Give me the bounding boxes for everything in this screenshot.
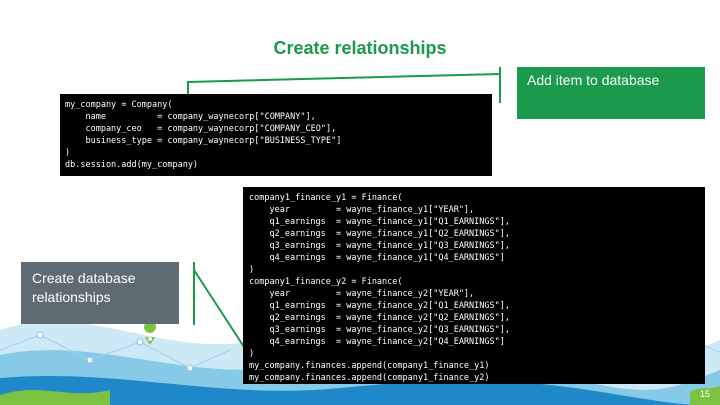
create-relationships-callout: Create database relationships (21, 262, 179, 324)
code-line: company_ceo = company_waynecorp["COMPANY… (65, 124, 337, 134)
code-line: db.session.add(my_company) (65, 160, 199, 170)
code-line: company1_finance_y1 = Finance( (249, 193, 403, 203)
code-line: q1_earnings = wayne_finance_y1["Q1_EARNI… (249, 217, 510, 227)
code-line: business_type = company_waynecorp["BUSIN… (65, 136, 342, 146)
code-line: q2_earnings = wayne_finance_y2["Q2_EARNI… (249, 313, 510, 323)
slide-number: 15 (699, 389, 710, 399)
code-line: ) (249, 265, 255, 275)
code-block-finance: company1_finance_y1 = Finance( year = wa… (243, 187, 705, 384)
code-line: name = company_waynecorp["COMPANY"], (65, 112, 316, 122)
code-line: my_company.finances.append(company1_fina… (249, 361, 490, 371)
code-line: q1_earnings = wayne_finance_y2["Q1_EARNI… (249, 301, 510, 311)
code-line: my_company = Company( (65, 100, 173, 110)
code-line: company1_finance_y2 = Finance( (249, 277, 403, 287)
slide-title: Create relationships (273, 38, 447, 58)
code-line: my_company.finances.append(company1_fina… (249, 373, 490, 383)
code-line: q4_earnings = wayne_finance_y1["Q4_EARNI… (249, 253, 505, 263)
code-line: ) (65, 148, 71, 158)
add-item-callout: Add item to database (517, 67, 705, 119)
code-line: q4_earnings = wayne_finance_y2["Q4_EARNI… (249, 337, 505, 347)
code-line: year = wayne_finance_y2["YEAR"], (249, 289, 475, 299)
code-line: q2_earnings = wayne_finance_y1["Q2_EARNI… (249, 229, 510, 239)
code-line: ) (249, 349, 255, 359)
code-line: year = wayne_finance_y1["YEAR"], (249, 205, 475, 215)
code-line: q3_earnings = wayne_finance_y1["Q3_EARNI… (249, 241, 510, 251)
code-line: q3_earnings = wayne_finance_y2["Q3_EARNI… (249, 325, 510, 335)
map-pin-icon (144, 321, 157, 345)
code-block-company: my_company = Company( name = company_way… (60, 94, 492, 176)
